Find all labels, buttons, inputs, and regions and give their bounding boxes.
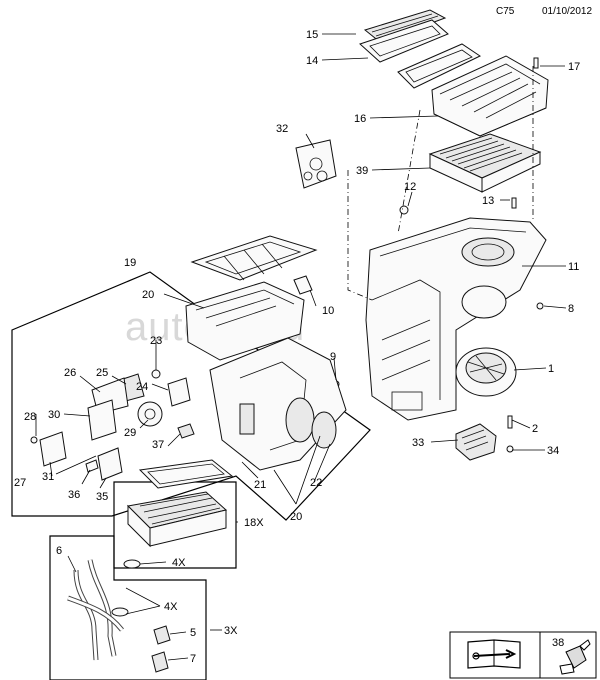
manual-book-wrench-icon xyxy=(467,639,521,669)
callout-13: 13 xyxy=(482,195,494,207)
screw-part-36[interactable] xyxy=(85,459,99,473)
part-6-heater-pipes[interactable] xyxy=(67,559,124,661)
callout-23: 23 xyxy=(150,335,162,347)
callout-20-top: 20 xyxy=(142,289,154,301)
callout-39: 39 xyxy=(356,165,368,177)
callout-15: 15 xyxy=(306,29,318,41)
grease-tube-icon xyxy=(559,639,591,675)
callout-37: 37 xyxy=(152,439,164,451)
legend-box: 38 xyxy=(449,631,597,679)
part-5-sleeve[interactable] xyxy=(153,625,171,645)
part-15-clip-cover[interactable] xyxy=(363,9,447,43)
callout-26: 26 xyxy=(64,367,76,379)
callout-17: 17 xyxy=(568,61,580,73)
callout-20-bottom: 20 xyxy=(290,511,302,523)
part-18x-heater-core[interactable] xyxy=(126,459,234,548)
callout-22: 22 xyxy=(310,477,322,489)
callout-16: 16 xyxy=(354,113,366,125)
oring-4x-lower[interactable] xyxy=(111,607,129,617)
callout-25: 25 xyxy=(96,367,108,379)
screw-part-2[interactable] xyxy=(507,415,513,429)
callout-27: 27 xyxy=(14,477,26,489)
part-30-motor[interactable] xyxy=(87,399,117,441)
screw-part-17[interactable] xyxy=(533,57,539,69)
callout-14: 14 xyxy=(306,55,318,67)
screw-part-23[interactable] xyxy=(151,369,161,379)
diagram-code: C75 xyxy=(496,6,515,17)
callout-3x: 3X xyxy=(224,625,238,637)
screw-part-8[interactable] xyxy=(536,302,544,310)
screw-part-13[interactable] xyxy=(511,197,517,209)
callout-18x: 18X xyxy=(244,517,264,529)
callout-5: 5 xyxy=(190,627,196,639)
callout-labels: 15 14 17 16 32 39 12 13 11 8 1 2 33 34 1… xyxy=(14,29,580,665)
seal-ring xyxy=(397,43,482,89)
callout-32: 32 xyxy=(276,123,288,135)
callout-6: 6 xyxy=(56,545,62,557)
part-16-filter-housing[interactable] xyxy=(431,55,549,137)
heater-housing-lower[interactable] xyxy=(209,337,347,471)
part-33-blower-resistor[interactable] xyxy=(455,423,497,461)
screw-part-12[interactable] xyxy=(399,205,409,215)
blower-housing[interactable] xyxy=(365,217,547,421)
callout-7: 7 xyxy=(190,653,196,665)
oring-4x-upper[interactable] xyxy=(123,559,141,569)
callout-19: 19 xyxy=(124,257,136,269)
callout-10: 10 xyxy=(322,305,334,317)
part-1-blower-motor[interactable] xyxy=(455,347,517,397)
callout-12: 12 xyxy=(404,181,416,193)
part-27-flap-motor[interactable] xyxy=(39,431,67,467)
part-39-cabin-filter[interactable] xyxy=(428,133,542,193)
callout-28: 28 xyxy=(24,411,36,423)
callout-1: 1 xyxy=(548,363,554,375)
alignment-line-2 xyxy=(397,109,421,235)
frame-3x-outline xyxy=(49,535,207,680)
part-32-gasket[interactable] xyxy=(295,139,337,189)
part-35-motor[interactable] xyxy=(97,447,123,481)
callout-31: 31 xyxy=(42,471,54,483)
part-37-clip[interactable] xyxy=(177,423,195,439)
clip-part-10[interactable] xyxy=(293,275,313,295)
part-14-cover-plate[interactable] xyxy=(359,19,449,63)
alignment-line-1 xyxy=(347,170,373,301)
callout-4x-upper: 4X xyxy=(172,557,186,569)
callout-35: 35 xyxy=(96,491,108,503)
part-20-air-guide[interactable] xyxy=(190,235,318,281)
callout-11: 11 xyxy=(568,261,579,273)
screw-part-34[interactable] xyxy=(506,445,514,453)
callout-21: 21 xyxy=(254,479,266,491)
callout-34: 34 xyxy=(547,445,559,457)
callout-33: 33 xyxy=(412,437,424,449)
callout-30: 30 xyxy=(48,409,60,421)
part-24-actuator[interactable] xyxy=(167,377,191,407)
callout-38: 38 xyxy=(552,637,564,649)
diagram-date: 01/10/2012 xyxy=(542,6,592,17)
callout-8: 8 xyxy=(568,303,574,315)
callout-24: 24 xyxy=(136,381,148,393)
part-29-gear[interactable] xyxy=(137,401,163,427)
callout-2: 2 xyxy=(532,423,538,435)
leader-lines xyxy=(35,33,567,661)
part-7-clamp[interactable] xyxy=(151,651,169,673)
callout-36: 36 xyxy=(68,489,80,501)
screw-part-28[interactable] xyxy=(30,436,38,444)
callout-29: 29 xyxy=(124,427,136,439)
callout-4x-lower: 4X xyxy=(164,601,178,613)
callout-9: 9 xyxy=(330,351,336,363)
heater-housing-upper[interactable] xyxy=(185,281,305,361)
